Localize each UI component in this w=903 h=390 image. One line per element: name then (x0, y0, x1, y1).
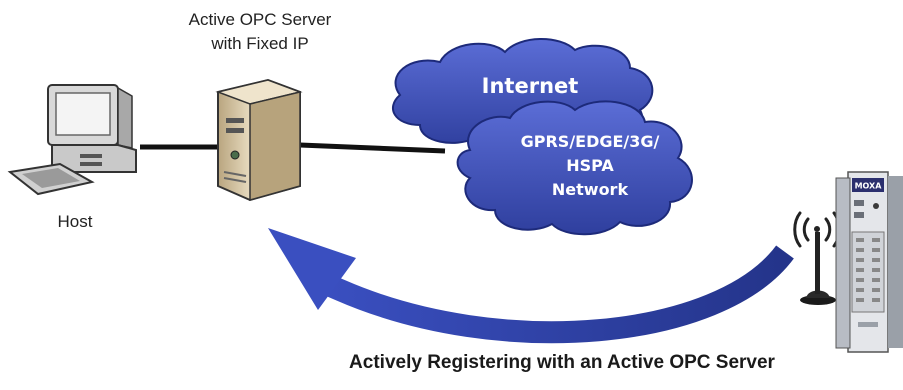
device-brand-text: MOXA (855, 182, 883, 191)
antenna-icon (800, 226, 836, 305)
server-label: Active OPC Server with Fixed IP (150, 8, 370, 56)
host-computer-icon (7, 84, 137, 196)
mobile-network-line1: GPRS/EDGE/3G/ (520, 132, 660, 151)
server-label-line1: Active OPC Server (188, 10, 332, 29)
registering-arrow (268, 228, 794, 344)
mobile-network-line2: HSPA (566, 156, 614, 175)
moxa-device-icon: MOXA (835, 171, 903, 353)
server-cloud-link (299, 142, 446, 154)
mobile-network-label: GPRS/EDGE/3G/ HSPA Network (505, 130, 675, 202)
internet-label: Internet (481, 74, 579, 98)
mobile-network-cloud (456, 100, 693, 236)
diagram-caption: Actively Registering with an Active OPC … (349, 352, 775, 373)
host-label: Host (57, 212, 93, 231)
mobile-network-line3: Network (551, 180, 629, 199)
server-icon (215, 78, 303, 202)
server-label-line2: with Fixed IP (211, 34, 309, 53)
